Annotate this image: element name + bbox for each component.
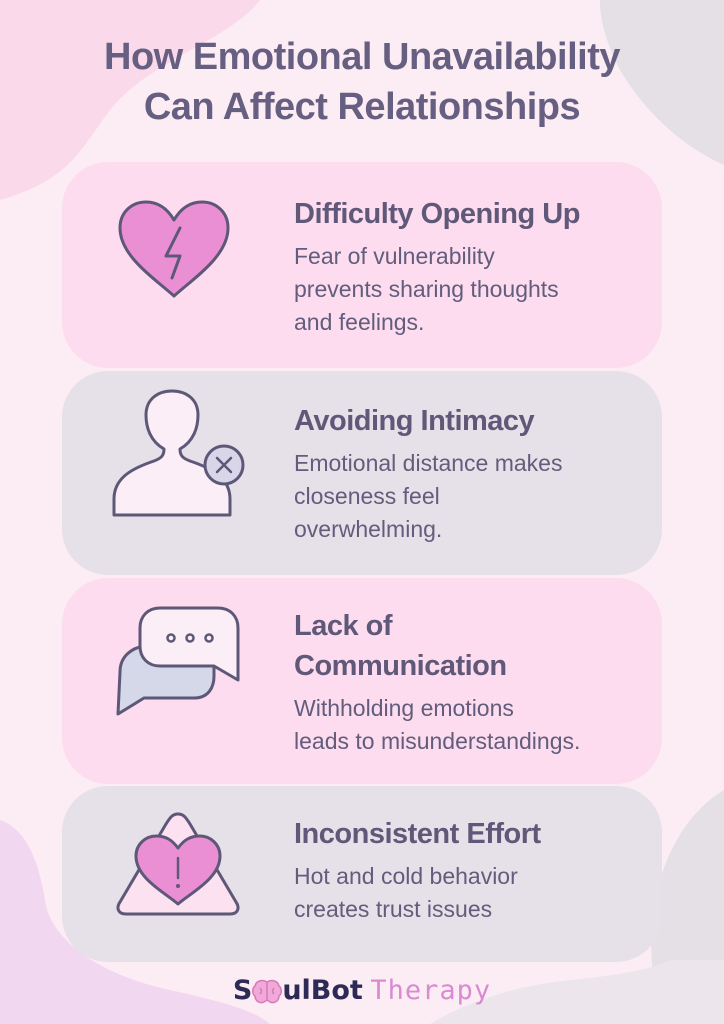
- card-description: Withholding emotions leads to misunderst…: [294, 695, 581, 754]
- brand-name: ulBot: [282, 975, 363, 1006]
- brand-logo: S ulBot Therapy: [0, 972, 724, 1009]
- warning-heart-icon: [116, 812, 240, 916]
- card-heading: Difficulty Opening Up: [294, 198, 580, 230]
- card-heading: Lack of Communication: [294, 610, 507, 682]
- person-x-icon: [112, 389, 245, 517]
- broken-heart-icon: [118, 200, 230, 298]
- card-difficulty-opening-up: Difficulty Opening Up Fear of vulnerabil…: [62, 162, 662, 368]
- chat-bubbles-icon: [116, 606, 240, 716]
- card-heading: Inconsistent Effort: [294, 818, 541, 850]
- card-lack-of-communication: Lack of Communication Withholding emotio…: [62, 578, 662, 784]
- page-title: How Emotional Unavailability Can Affect …: [0, 32, 724, 132]
- brand-suffix: Therapy: [370, 975, 492, 1006]
- title-line-1: How Emotional Unavailability: [104, 36, 620, 78]
- card-heading: Avoiding Intimacy: [294, 405, 535, 437]
- card-inconsistent-effort: Inconsistent Effort Hot and cold behavio…: [62, 786, 662, 962]
- title-line-2: Can Affect Relationships: [143, 86, 581, 128]
- brand-initial: S: [232, 975, 253, 1006]
- brain-icon: [252, 979, 283, 1004]
- card-description: Fear of vulnerability prevents sharing t…: [294, 243, 559, 335]
- card-description: Emotional distance makes closeness feel …: [294, 450, 563, 542]
- card-avoiding-intimacy: Avoiding Intimacy Emotional distance mak…: [62, 371, 662, 575]
- card-description: Hot and cold behavior creates trust issu…: [294, 863, 518, 922]
